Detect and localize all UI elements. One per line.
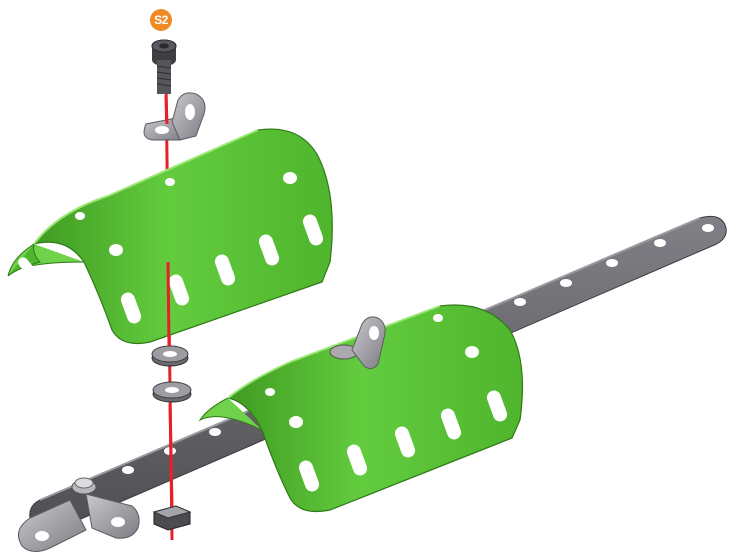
plate-icon	[8, 129, 332, 343]
bracket-icon	[144, 93, 205, 140]
washer-icon	[152, 346, 191, 402]
nut-icon	[154, 506, 190, 530]
bolt-icon	[152, 40, 176, 94]
lower-curved-plate	[200, 305, 522, 512]
